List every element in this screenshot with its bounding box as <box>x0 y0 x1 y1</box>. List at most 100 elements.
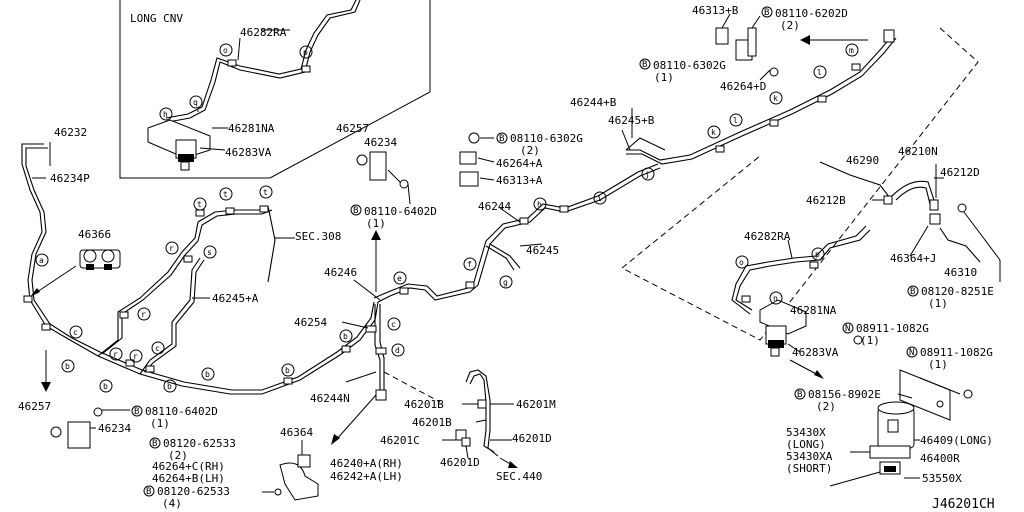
svg-text:08110-6202D: 08110-6202D <box>775 7 848 20</box>
label-46246: 46246 <box>324 266 357 279</box>
svg-text:(1): (1) <box>928 297 948 310</box>
svg-text:(1): (1) <box>860 334 880 347</box>
svg-text:08120-8251E: 08120-8251E <box>921 285 994 298</box>
label-46254: 46254 <box>294 316 327 329</box>
svg-text:m: m <box>849 46 854 55</box>
label-53430X-long: (LONG) <box>786 438 826 451</box>
bracket-46234-left <box>67 421 91 449</box>
label-46244N: 46244N <box>310 392 350 405</box>
callout-q: q <box>189 95 203 109</box>
left-brake-tubes <box>21 142 379 449</box>
svg-text:k: k <box>711 128 716 137</box>
svg-text:b: b <box>65 362 70 371</box>
callout-h: h <box>159 107 173 121</box>
label-53430XA-short: (SHORT) <box>786 462 832 475</box>
callout-k: k <box>769 91 783 105</box>
callout-c: c <box>387 317 401 331</box>
callout-p: p <box>299 45 313 59</box>
svg-text:08120-62533: 08120-62533 <box>163 437 236 450</box>
svg-text:o: o <box>739 258 744 267</box>
callout-c: c <box>151 341 165 355</box>
callout-d: d <box>391 343 405 357</box>
svg-text:g: g <box>503 278 508 287</box>
callout-r: r <box>129 349 143 363</box>
svg-text:q: q <box>193 98 198 107</box>
svg-text:e: e <box>397 274 402 283</box>
svg-text:n: n <box>773 294 778 303</box>
svg-text:B: B <box>353 206 358 216</box>
label-46212B: 46212B <box>806 194 846 207</box>
svg-text:08110-6302G: 08110-6302G <box>510 132 583 145</box>
callout-b: b <box>163 379 177 393</box>
svg-text:r: r <box>113 350 118 359</box>
svg-text:N: N <box>909 348 914 358</box>
svg-text:p: p <box>303 48 308 57</box>
label-46264D: 46264+D <box>720 80 766 93</box>
label-46232: 46232 <box>54 126 87 139</box>
clip <box>227 59 237 67</box>
bolt-08156-8902E: B 08156-8902E (2) <box>794 388 881 413</box>
svg-text:h: h <box>163 110 168 119</box>
label-46245B: 46245+B <box>608 114 655 127</box>
middle-tubes <box>331 151 661 445</box>
svg-text:j: j <box>645 170 650 179</box>
label-46283VA-top: 46283VA <box>225 146 272 159</box>
svg-text:B: B <box>642 60 647 70</box>
svg-text:08911-1082G: 08911-1082G <box>920 346 993 359</box>
svg-text:k: k <box>773 94 778 103</box>
bolt-08120-62533-b: B 08120-62533 (4) <box>143 485 230 510</box>
svg-text:h: h <box>537 200 542 209</box>
label-46264C-RH: 46264+C(RH) <box>152 460 225 473</box>
callout-b: b <box>99 379 113 393</box>
callout-i: i <box>593 191 607 205</box>
label-53430X: 53430X <box>786 426 826 439</box>
svg-text:B: B <box>764 8 769 18</box>
label-46310: 46310 <box>944 266 977 279</box>
callout-b: b <box>61 359 75 373</box>
label-46240A-RH: 46240+A(RH) <box>330 457 403 470</box>
svg-text:08120-62533: 08120-62533 <box>157 485 230 498</box>
callout-t: t <box>259 185 273 199</box>
svg-text:a: a <box>39 256 44 265</box>
svg-text:(1): (1) <box>150 417 170 430</box>
callout-b: b <box>339 329 353 343</box>
svg-text:c: c <box>155 344 160 353</box>
svg-text:B: B <box>152 439 157 449</box>
svg-text:t: t <box>263 188 268 197</box>
svg-text:f: f <box>467 260 472 269</box>
svg-text:(2): (2) <box>816 400 836 413</box>
svg-text:(2): (2) <box>780 19 800 32</box>
label-46201B-2: 46201B <box>412 416 452 429</box>
callout-c: c <box>69 325 83 339</box>
hose-46201 <box>442 369 518 468</box>
inset-long-cnv: LONG CNV <box>119 0 431 179</box>
nut-08911-1082G-b: N 08911-1082G (1) <box>906 346 993 371</box>
svg-text:08110-6402D: 08110-6402D <box>364 205 437 218</box>
callout-r: r <box>109 347 123 361</box>
label-53430XA: 53430XA <box>786 450 833 463</box>
label-46234-mid: 46234 <box>364 136 397 149</box>
callout-m: m <box>845 43 859 57</box>
bolt-08120-62533-a: B 08120-62533 (2) <box>149 437 236 462</box>
callout-letters: a c b b r r r r s b c b b b t t t c d e … <box>35 43 859 393</box>
label-46364-bot: 46364 <box>280 426 313 439</box>
callout-j: j <box>641 167 655 181</box>
svg-text:(1): (1) <box>366 217 386 230</box>
inset-title: LONG CNV <box>130 12 183 25</box>
label-46257-mid: 46257 <box>336 122 369 135</box>
upper-right-tubes <box>459 13 897 187</box>
callout-r: r <box>137 307 151 321</box>
callout-b: b <box>201 367 215 381</box>
callout-o: o <box>219 43 233 57</box>
callout-t: t <box>193 197 207 211</box>
label-46244: 46244 <box>478 200 511 213</box>
lower-middle-parts <box>262 440 319 501</box>
bolt-08110-6302G-top: B 08110-6302G (1) <box>639 58 726 84</box>
bolt-08110-6302G-mid: B 08110-6302G (2) <box>496 132 583 157</box>
callout-t: t <box>219 187 233 201</box>
label-46201C: 46201C <box>380 434 420 447</box>
label-46400R: 46400R <box>920 452 960 465</box>
svg-text:08911-1082G: 08911-1082G <box>856 322 929 335</box>
